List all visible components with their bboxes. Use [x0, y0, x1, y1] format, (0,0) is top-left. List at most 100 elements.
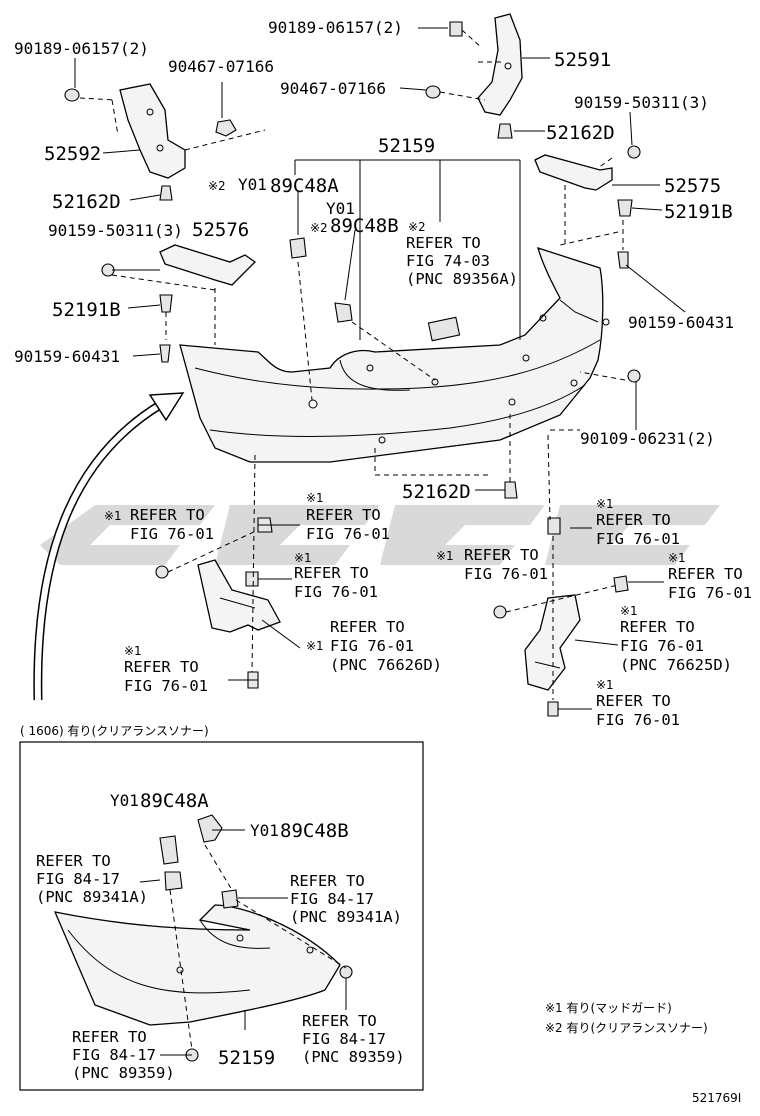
footnote-1: ※1 有り(マッドガード) — [545, 1001, 672, 1015]
svg-text:REFER TO: REFER TO — [620, 618, 695, 636]
svg-text:FIG 76-01: FIG 76-01 — [124, 677, 208, 695]
svg-text:※1: ※1 — [306, 639, 324, 653]
svg-text:REFER TO: REFER TO — [668, 565, 743, 583]
svg-text:REFER TO: REFER TO — [596, 692, 671, 710]
footnotes: ※1 有り(マッドガード) ※2 有り(クリアランスソナー) — [545, 1001, 708, 1035]
svg-text:REFER TO: REFER TO — [130, 506, 205, 524]
label-90189-06157-right: 90189-06157(2) — [268, 18, 403, 37]
label-90159-60431-right: 90159-60431 — [628, 313, 734, 332]
svg-text:REFER TO: REFER TO — [464, 546, 539, 564]
label-90467-07166-left: 90467-07166 — [168, 57, 274, 76]
svg-text:REFER TO: REFER TO — [36, 852, 111, 870]
svg-text:(PNC 89359): (PNC 89359) — [302, 1048, 405, 1066]
svg-text:※1: ※1 — [306, 491, 324, 505]
svg-text:REFER TO: REFER TO — [306, 506, 381, 524]
y01a-code: 89C48A — [270, 175, 339, 197]
refer74-line1: REFER TO — [406, 234, 481, 252]
svg-text:FIG 76-01: FIG 76-01 — [330, 637, 414, 655]
y01a-prefix: Y01 — [238, 175, 267, 194]
svg-text:FIG 76-01: FIG 76-01 — [620, 637, 704, 655]
y01b-code: 89C48B — [330, 215, 399, 237]
svg-text:REFER TO: REFER TO — [290, 872, 365, 890]
label-52162d-bottom: 52162D — [402, 481, 471, 503]
svg-text:FIG 76-01: FIG 76-01 — [668, 584, 752, 602]
mud-guard-left — [197, 559, 281, 633]
inset-refer-callout: REFER TO FIG 84-17 (PNC 89359) — [302, 1012, 405, 1066]
footnote-2: ※2 有り(クリアランスソナー) — [545, 1021, 708, 1035]
mudguard-refer-callouts: ※1 REFER TO FIG 76-01 ※1 REFER TO FIG 76… — [104, 491, 752, 729]
label-52592: 52592 — [44, 143, 101, 165]
direction-arrow — [33, 392, 185, 701]
svg-text:REFER TO: REFER TO — [294, 564, 369, 582]
refer-callout: ※1 REFER TO FIG 76-01 — [436, 546, 548, 583]
inset-y01b-code: 89C48B — [280, 820, 349, 842]
figure-code: 521769I — [692, 1091, 741, 1105]
svg-text:REFER TO: REFER TO — [596, 511, 671, 529]
y01b-mark: ※2 — [310, 221, 328, 235]
refer-callout: ※1 REFER TO FIG 76-01 — [104, 506, 214, 543]
mud-guard-right — [524, 594, 581, 691]
watermark-logo — [40, 505, 720, 565]
inset-header: ( 1606) 有り(クリアランスソナー) — [20, 724, 209, 738]
svg-text:(PNC 76625D): (PNC 76625D) — [620, 656, 732, 674]
refer-callout: ※1 REFER TO FIG 76-01 — [596, 497, 680, 548]
svg-text:※1: ※1 — [620, 604, 638, 618]
svg-text:FIG 84-17: FIG 84-17 — [290, 890, 374, 908]
label-52162d-left: 52162D — [52, 191, 121, 213]
bracket-52592 — [119, 83, 186, 179]
label-52191b-left: 52191B — [52, 299, 121, 321]
svg-text:FIG 76-01: FIG 76-01 — [596, 530, 680, 548]
refer74-mark: ※2 — [408, 220, 426, 234]
inset-y01a-prefix: Y01 — [110, 791, 139, 810]
part-number-labels: 90189-06157(2) 90467-07166 52592 52162D … — [14, 18, 734, 503]
svg-text:REFER TO: REFER TO — [302, 1012, 377, 1030]
svg-text:FIG 76-01: FIG 76-01 — [294, 583, 378, 601]
svg-text:FIG 76-01: FIG 76-01 — [306, 525, 390, 543]
label-90159-60431-left: 90159-60431 — [14, 347, 120, 366]
svg-text:※1: ※1 — [596, 497, 614, 511]
svg-text:FIG 84-17: FIG 84-17 — [72, 1046, 156, 1064]
leader-lines — [74, 27, 686, 710]
refer-callout: ※1 REFER TO FIG 76-01 (PNC 76625D) — [620, 604, 732, 674]
svg-text:(PNC 76626D): (PNC 76626D) — [330, 656, 442, 674]
refer74-line2: FIG 74-03 — [406, 252, 490, 270]
svg-text:※1: ※1 — [596, 678, 614, 692]
svg-text:(PNC 89341A): (PNC 89341A) — [36, 888, 148, 906]
svg-text:※1: ※1 — [668, 551, 686, 565]
inset-frame — [19, 741, 424, 1091]
svg-text:(PNC 89359): (PNC 89359) — [72, 1064, 175, 1082]
fastener-clips — [64, 21, 641, 499]
refer-callout: ※1 REFER TO FIG 76-01 — [596, 678, 680, 729]
inset-clearance-sonar: ( 1606) 有り(クリアランスソナー) Y01 89C48A Y01 89C… — [19, 724, 424, 1091]
svg-text:FIG 76-01: FIG 76-01 — [596, 711, 680, 729]
y01b-prefix: Y01 — [326, 199, 355, 218]
svg-text:(PNC 89341A): (PNC 89341A) — [290, 908, 402, 926]
label-90159-50311-right: 90159-50311(3) — [574, 93, 709, 112]
label-52191b-right: 52191B — [664, 201, 733, 223]
retainer-52575 — [534, 154, 613, 191]
inset-label-52159: 52159 — [218, 1047, 275, 1069]
svg-text:REFER TO: REFER TO — [330, 618, 405, 636]
svg-text:FIG 76-01: FIG 76-01 — [130, 525, 214, 543]
inset-y01a-code: 89C48A — [140, 790, 209, 812]
svg-text:※1: ※1 — [104, 509, 122, 523]
refer-callout: ※1 REFER TO FIG 76-01 — [668, 551, 752, 602]
refer-callout: ※1 REFER TO FIG 76-01 — [294, 551, 378, 601]
label-52162d-right: 52162D — [546, 122, 615, 144]
inset-refer-callout: REFER TO FIG 84-17 (PNC 89359) — [72, 1028, 175, 1082]
svg-text:FIG 76-01: FIG 76-01 — [464, 565, 548, 583]
label-90159-50311-left: 90159-50311(3) — [48, 221, 183, 240]
inset-refer-callout: REFER TO FIG 84-17 (PNC 89341A) — [290, 872, 402, 926]
refer-callout: ※1 REFER TO FIG 76-01 — [124, 644, 208, 695]
inset-y01b-prefix: Y01 — [250, 821, 279, 840]
label-52575: 52575 — [664, 175, 721, 197]
svg-text:REFER TO: REFER TO — [124, 658, 199, 676]
label-52576: 52576 — [192, 219, 249, 241]
svg-text:REFER TO: REFER TO — [72, 1028, 147, 1046]
y01a-mark: ※2 — [208, 179, 226, 193]
label-90467-07166-right: 90467-07166 — [280, 79, 386, 98]
label-52591: 52591 — [554, 49, 611, 71]
bracket-52591 — [477, 13, 523, 116]
